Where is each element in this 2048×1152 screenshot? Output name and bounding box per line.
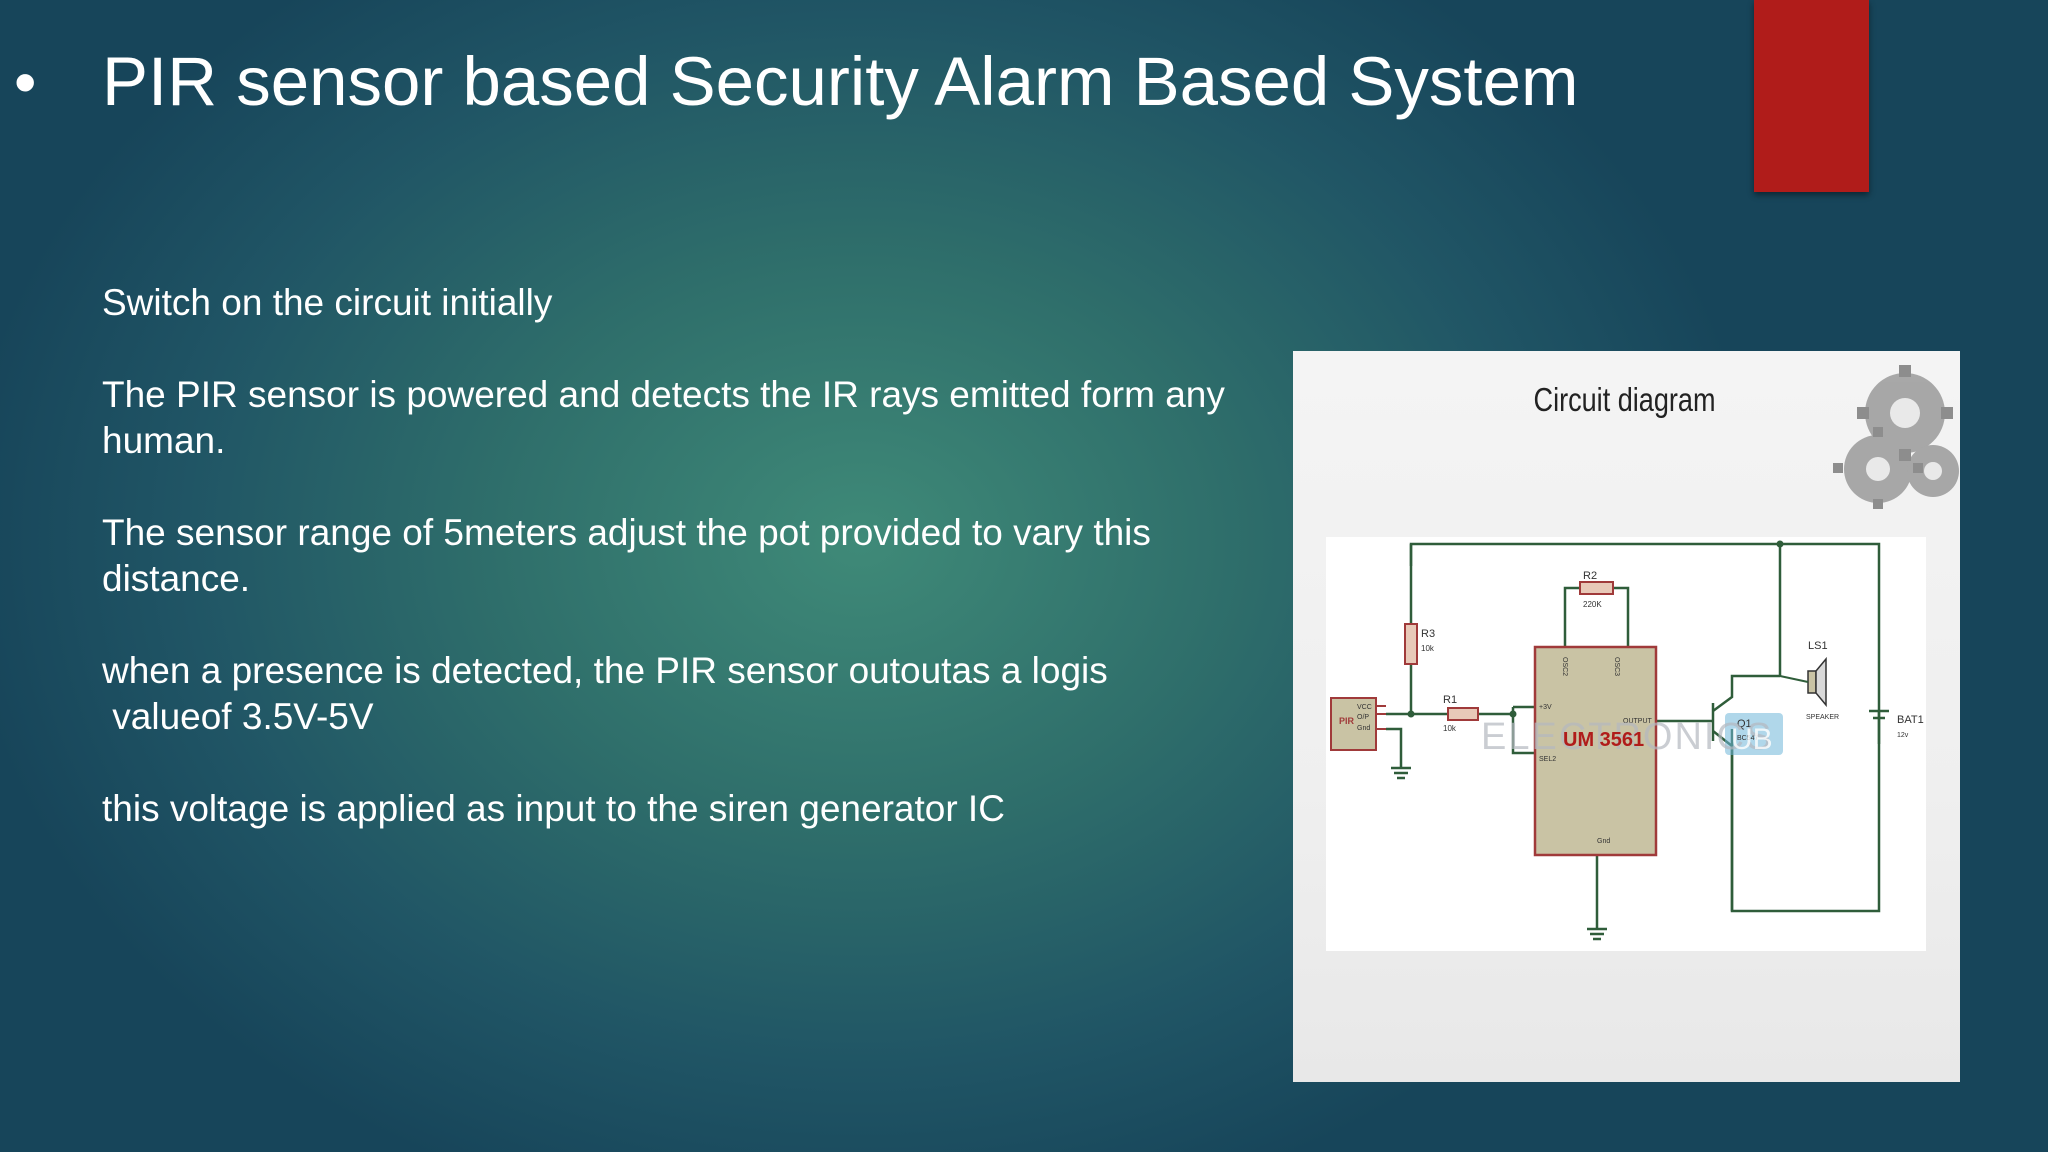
label-r2-val: 220K bbox=[1583, 600, 1602, 609]
label-pir-op: O/P bbox=[1357, 714, 1369, 721]
resistor-r3 bbox=[1404, 623, 1418, 665]
label-r1: R1 bbox=[1443, 694, 1457, 706]
label-r2: R2 bbox=[1583, 570, 1597, 582]
label-pin-gnd: Gnd bbox=[1597, 838, 1610, 845]
accent-red-tab bbox=[1754, 0, 1869, 192]
label-r3: R3 bbox=[1421, 628, 1435, 640]
ic-name-label: UM 3561 bbox=[1563, 729, 1644, 751]
label-bat1: BAT1 bbox=[1897, 714, 1924, 726]
resistor-r1 bbox=[1447, 707, 1479, 721]
title-bullet: • bbox=[14, 46, 37, 118]
label-pin-sel2: SEL2 bbox=[1539, 756, 1556, 763]
label-r1-val: 10k bbox=[1443, 724, 1457, 733]
slide-title: PIR sensor based Security Alarm Based Sy… bbox=[102, 43, 1579, 120]
ic-um3561 bbox=[1533, 645, 1658, 857]
watermark-logo bbox=[1725, 713, 1783, 755]
circuit-diagram-image: Circuit diagram bbox=[1293, 351, 1960, 1082]
paragraph-pir-powered: The PIR sensor is powered and detects th… bbox=[102, 374, 1236, 461]
label-bat1-val: 12v bbox=[1897, 732, 1909, 739]
label-pir-vcc: VCC bbox=[1357, 704, 1372, 711]
label-pin-output: OUTPUT bbox=[1623, 718, 1653, 725]
label-r3-val: 10k bbox=[1421, 644, 1435, 653]
label-q1: Q1 bbox=[1737, 718, 1752, 730]
watermark-suffix: UB bbox=[1731, 723, 1773, 756]
label-pin-osc3: OSC3 bbox=[1613, 657, 1620, 676]
label-pin-osc2: OSC2 bbox=[1561, 657, 1568, 676]
pir-sensor-box bbox=[1330, 697, 1377, 751]
label-speaker: SPEAKER bbox=[1806, 714, 1839, 721]
speaker-icon bbox=[1807, 670, 1817, 694]
circuit-schematic: R3 10k R1 10k R2 220K LS1 SPEAKER Q1 BC5… bbox=[1330, 540, 1924, 941]
paragraph-voltage-applied: this voltage is applied as input to the … bbox=[102, 788, 1005, 829]
diagram-title: Circuit diagram bbox=[1533, 381, 1716, 418]
label-ls1: LS1 bbox=[1808, 640, 1828, 652]
paragraph-presence-detected: when a presence is detected, the PIR sen… bbox=[102, 650, 1108, 737]
paragraph-sensor-range: The sensor range of 5meters adjust the p… bbox=[102, 512, 1162, 599]
paragraph-switch-on: Switch on the circuit initially bbox=[102, 282, 553, 323]
label-q1-val: BC547 bbox=[1737, 735, 1759, 742]
resistor-r2 bbox=[1579, 581, 1614, 595]
watermark-text: ELECTRONICS bbox=[1481, 716, 1773, 758]
gear-decoration-icon bbox=[1833, 365, 1959, 509]
label-pin-vplus: +3V bbox=[1539, 704, 1552, 711]
body-text: Switch on the circuit initially The PIR … bbox=[102, 280, 1252, 878]
label-pir-gnd: Gnd bbox=[1357, 725, 1370, 732]
label-pir: PIR bbox=[1339, 716, 1355, 726]
